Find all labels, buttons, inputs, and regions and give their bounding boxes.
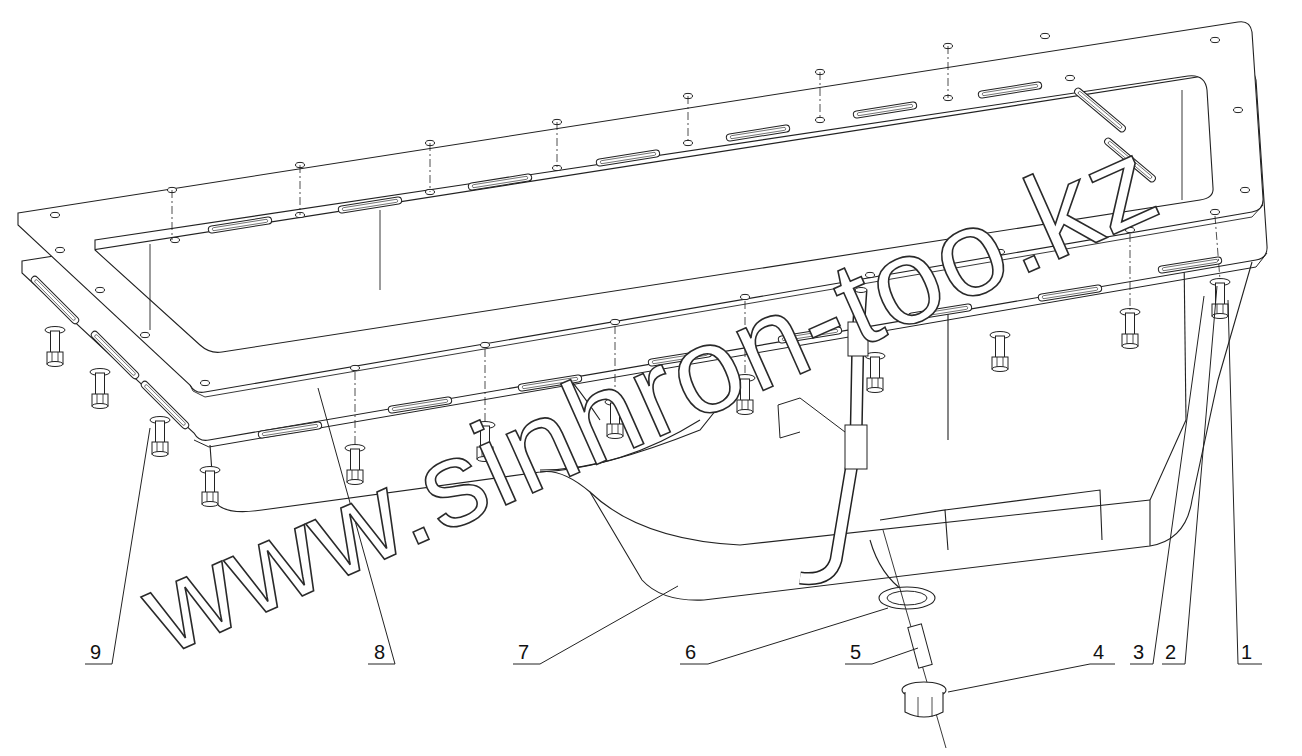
drain-plug: [879, 530, 946, 748]
callout-number: 1: [1239, 642, 1254, 662]
callout-number: 2: [1163, 642, 1178, 662]
callout-number: 6: [683, 642, 698, 662]
callout-number: 7: [516, 642, 531, 662]
callout-number: 5: [848, 642, 863, 662]
callout-number: 3: [1131, 642, 1146, 662]
callout-number: 8: [372, 642, 387, 662]
callout-number: 9: [88, 642, 103, 662]
callout-number: 4: [1091, 642, 1106, 662]
